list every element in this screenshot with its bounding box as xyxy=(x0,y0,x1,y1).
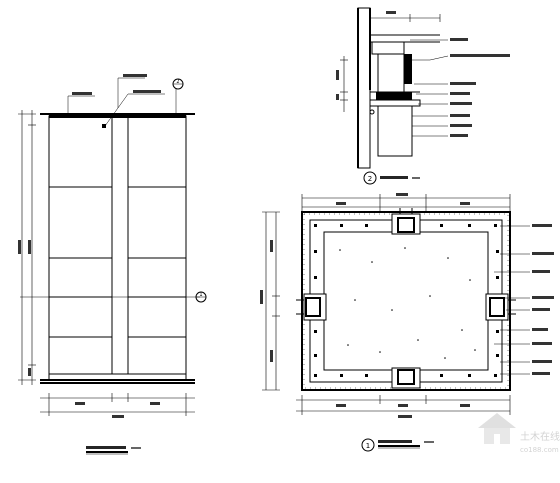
circle-marker-icon xyxy=(361,438,375,452)
section-marker-mid-number: 1 xyxy=(199,292,202,298)
section-marker-mid: 1 xyxy=(195,291,207,303)
column-elevation xyxy=(18,74,200,455)
section-marker-top-number: 2 xyxy=(176,79,179,85)
plan-right-connector xyxy=(485,293,509,321)
column-plan-1: 1 xyxy=(260,193,554,452)
central-post xyxy=(111,115,129,375)
section-detail-2: 2 xyxy=(336,7,510,185)
circle-marker-icon xyxy=(363,171,377,185)
top-cap xyxy=(49,114,186,118)
watermark-text: 土木在线 xyxy=(520,430,560,443)
plan-outer-frame xyxy=(301,211,511,391)
section-marker-top: 2 xyxy=(172,78,184,90)
house-logo-icon xyxy=(478,413,516,444)
plan-1-number: 1 xyxy=(366,442,370,450)
right-cladding-panel xyxy=(127,115,187,375)
detail-wall xyxy=(357,7,371,169)
plan-hatched-core xyxy=(323,231,489,371)
left-cladding-panel xyxy=(48,115,113,375)
detail-2-number: 2 xyxy=(368,175,372,183)
watermark-subtext: co188.com xyxy=(520,446,559,454)
detail-stone xyxy=(376,92,412,100)
watermark: 土木在线 co188.com xyxy=(478,413,560,454)
